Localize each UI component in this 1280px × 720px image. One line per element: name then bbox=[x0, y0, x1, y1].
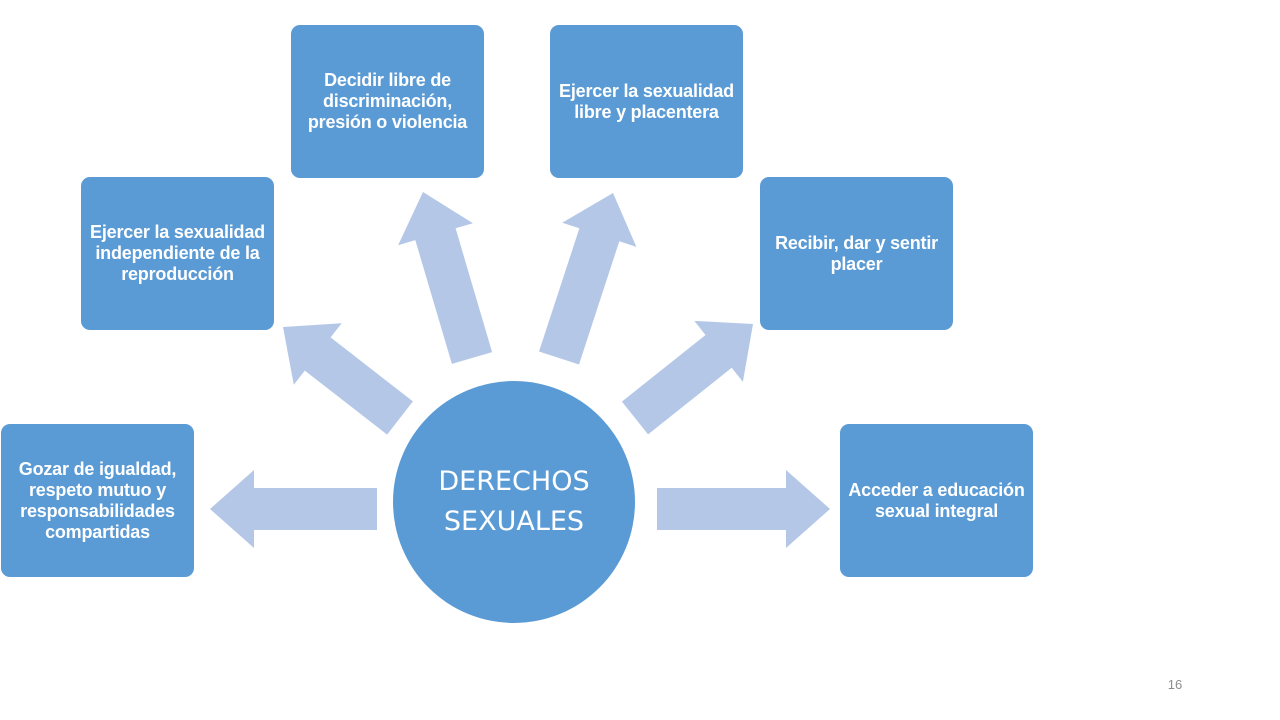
arrow-to-placentera bbox=[539, 193, 637, 365]
arrow-to-igualdad bbox=[210, 470, 377, 548]
page-number: 16 bbox=[1167, 677, 1183, 692]
node-placentera-label: Ejercer la sexualidad libre y placentera bbox=[559, 80, 734, 122]
node-igualdad: Gozar de igualdad, respeto mutuo y respo… bbox=[1, 424, 194, 577]
arrow-to-educacion bbox=[657, 470, 830, 548]
node-discriminacion: Decidir libre de discriminación, presión… bbox=[291, 25, 484, 178]
node-placer: Recibir, dar y sentir placer bbox=[760, 177, 953, 330]
node-placentera: Ejercer la sexualidad libre y placentera bbox=[550, 25, 743, 178]
node-reproduccion-label: Ejercer la sexualidad independiente de l… bbox=[90, 222, 265, 284]
center-node-label: DERECHOS SEXUALES bbox=[438, 466, 590, 537]
center-node: DERECHOS SEXUALES bbox=[393, 381, 635, 623]
arrow-to-placer bbox=[621, 320, 753, 435]
arrow-to-discriminacion bbox=[398, 192, 493, 364]
node-igualdad-label: Gozar de igualdad, respeto mutuo y respo… bbox=[18, 458, 177, 542]
node-educacion: Acceder a educación sexual integral bbox=[840, 424, 1033, 577]
node-placer-label: Recibir, dar y sentir placer bbox=[775, 232, 938, 274]
arrow-to-reproduccion bbox=[283, 323, 413, 435]
node-discriminacion-label: Decidir libre de discriminación, presión… bbox=[307, 70, 468, 132]
node-educacion-label: Acceder a educación sexual integral bbox=[848, 479, 1025, 521]
node-reproduccion: Ejercer la sexualidad independiente de l… bbox=[81, 177, 274, 330]
